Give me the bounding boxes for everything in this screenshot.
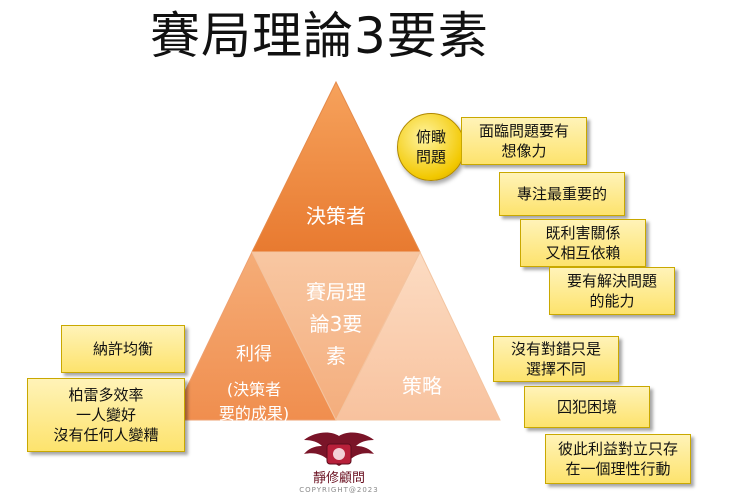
winged-crest-icon: [304, 432, 374, 466]
strategy-label: 策略: [402, 374, 442, 398]
right-box: 要有解決問題 的能力: [549, 267, 675, 315]
center-inverted-triangle: [251, 251, 421, 422]
center-label-line: 論3要: [309, 312, 363, 336]
center-label-line: 素: [326, 344, 346, 368]
right-box: 專注最重要的: [499, 172, 625, 216]
payoff-label-line: 利得: [236, 344, 272, 365]
center-label: 賽局理 論3要 素: [296, 276, 376, 372]
page-title: 賽局理論3要素: [150, 7, 489, 65]
right-box: 面臨問題要有 想像力: [461, 117, 587, 165]
strategy-box: 囚犯困境: [524, 386, 650, 428]
logo-copyright: COPYRIGHT@2023: [299, 486, 379, 494]
payoff-label-line: 要的成果): [218, 404, 290, 423]
payoff-box: 納許均衡: [61, 325, 185, 373]
company-logo: 靜修顧問 COPYRIGHT@2023: [293, 430, 385, 500]
center-label-line: 賽局理: [306, 280, 366, 304]
payoff-label: 利得 (決策者 要的成果): [198, 340, 310, 426]
decision-maker-label: 決策者: [306, 204, 366, 228]
logo-name: 靜修顧問: [312, 471, 365, 486]
payoff-label-line: (決策者: [226, 380, 282, 399]
strategy-box: 彼此利益對立只存 在一個理性行動: [545, 434, 691, 484]
right-box: 既利害關係 又相互依賴: [520, 219, 646, 267]
overview-circle: 俯瞰 問題: [397, 113, 465, 181]
payoff-box: 柏雷多效率 一人變好 沒有任何人變糟: [27, 378, 185, 452]
strategy-box: 沒有對錯只是 選擇不同: [493, 336, 619, 382]
